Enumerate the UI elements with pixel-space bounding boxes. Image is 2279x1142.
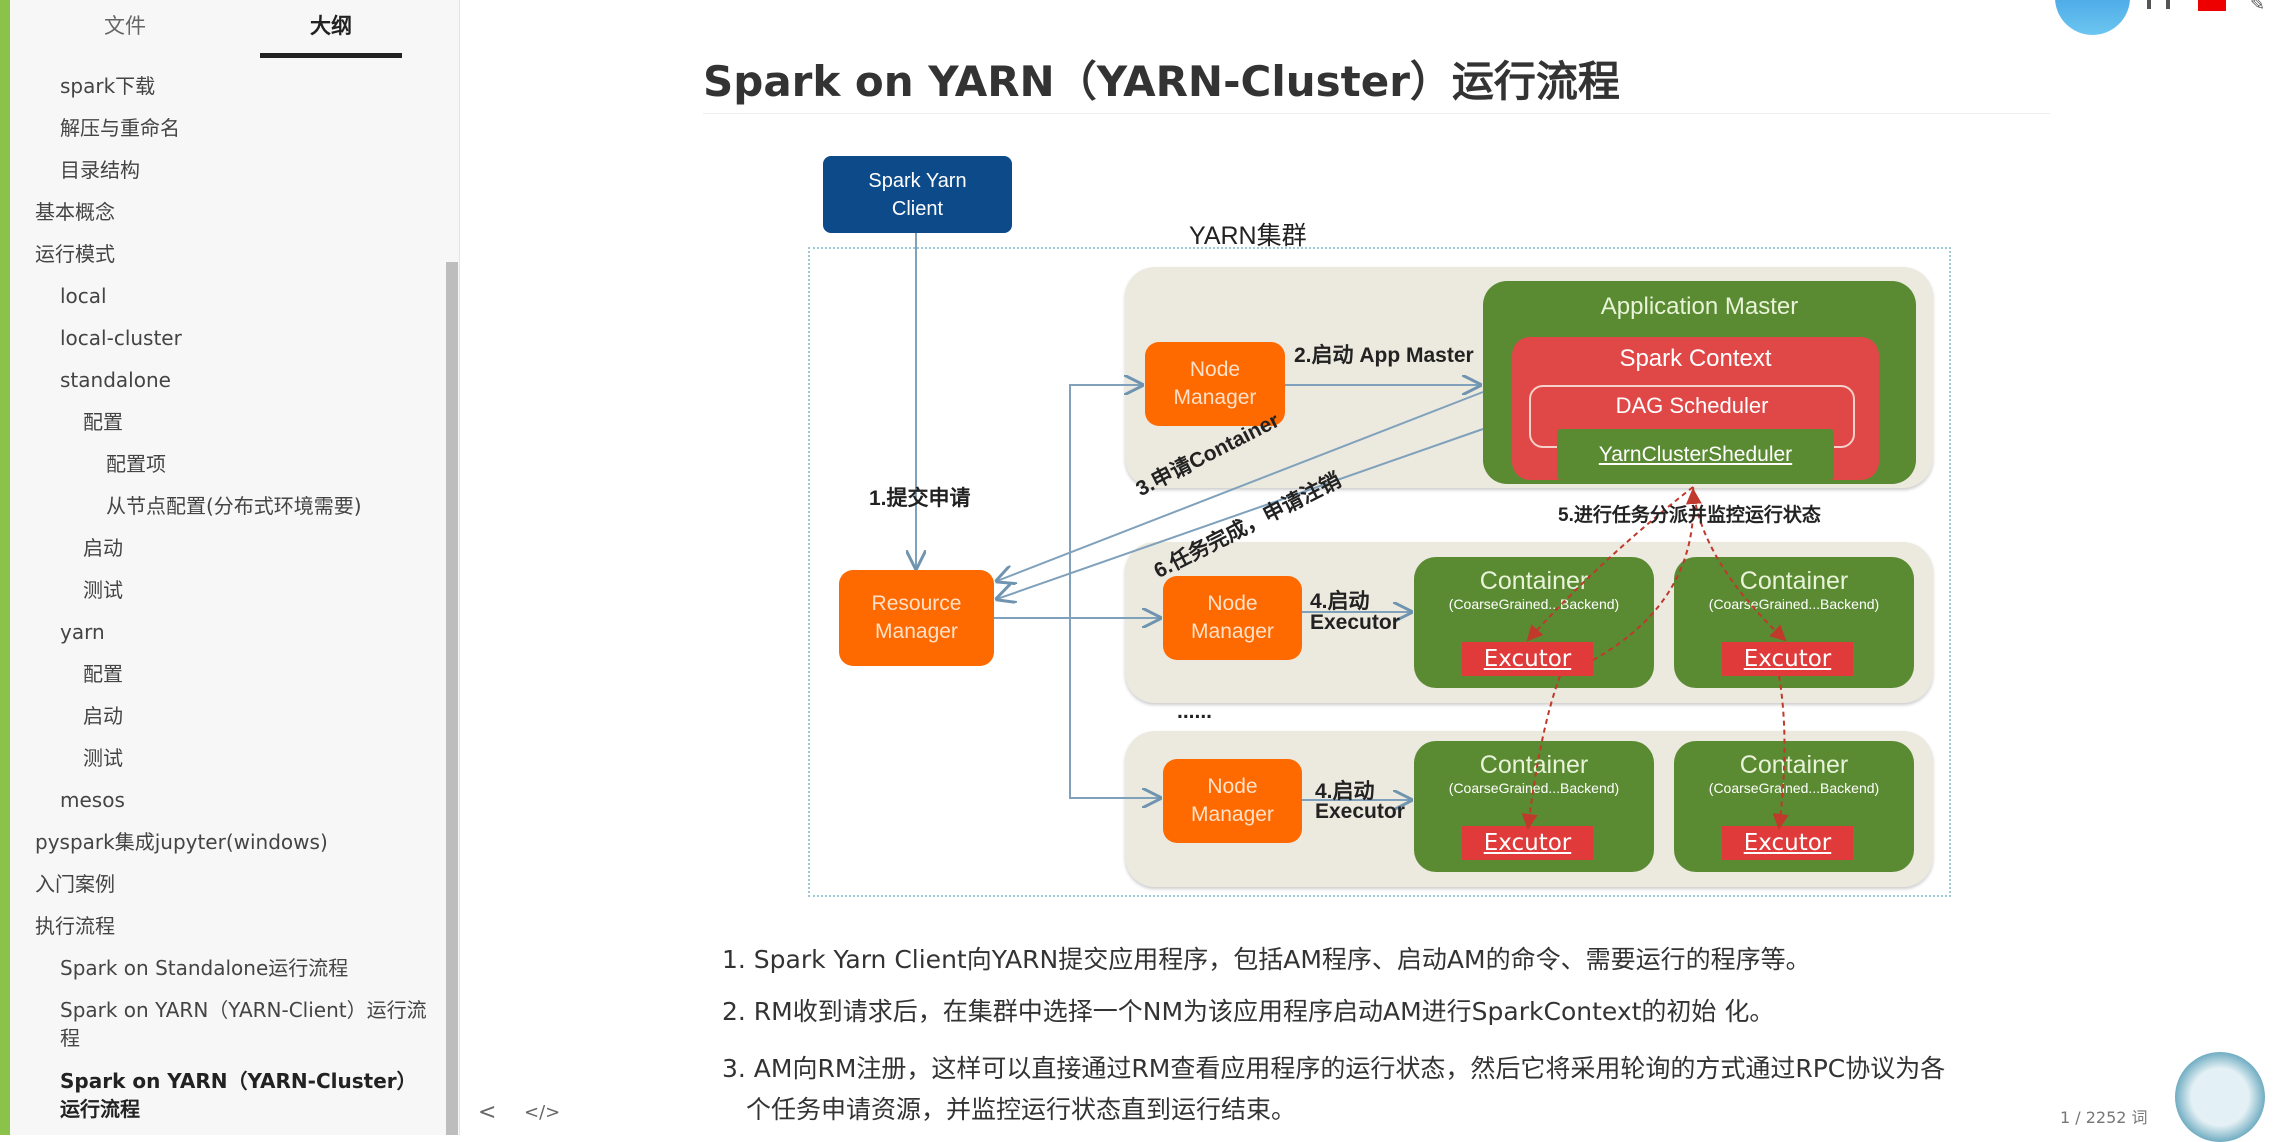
outline-item[interactable]: local-cluster — [60, 326, 182, 350]
resource-manager-box: Resource Manager — [839, 570, 994, 666]
container-backend: (CoarseGrained...Backend) — [1708, 596, 1880, 612]
spark-yarn-client-box: Spark Yarn Client — [823, 156, 1012, 233]
arrow-rm-nm3 — [1069, 618, 1160, 798]
step-paragraph-2: 2. RM收到请求后，在集群中选择一个NM为该应用程序启动AM进行SparkCo… — [722, 997, 1775, 1026]
stop-record-icon[interactable] — [2198, 0, 2226, 11]
node-manager-3: Node Manager — [1163, 759, 1302, 843]
window-edge — [0, 0, 10, 1135]
container-box: Container(CoarseGrained...Backend) — [1674, 741, 1914, 872]
outline-item[interactable]: standalone — [60, 368, 171, 392]
arrow-unregister — [997, 428, 1484, 599]
outline-item[interactable]: 入门案例 — [35, 872, 115, 896]
arrow-rm-nm1 — [1069, 385, 1142, 618]
yarn-cluster-scheduler-box: YarnClusterSheduler — [1557, 429, 1834, 480]
outline-item[interactable]: 从节点配置(分布式环境需要) — [106, 494, 362, 518]
container-box: Container(CoarseGrained...Backend) — [1414, 557, 1654, 688]
step2-label: 2.启动 App Master — [1294, 344, 1474, 367]
outline-item[interactable]: yarn — [60, 620, 105, 644]
pen-icon[interactable]: ✎ — [2250, 0, 2266, 15]
yarn-cluster-boundary — [808, 247, 1951, 897]
executor-box: Excutor — [1462, 826, 1593, 860]
executor-box: Excutor — [1722, 826, 1853, 860]
outline-item[interactable]: local — [60, 284, 107, 308]
dispatch-arrow-3 — [1521, 675, 1561, 830]
outline-item[interactable]: 测试 — [83, 746, 123, 770]
step-paragraph-1: 1. Spark Yarn Client向YARN提交应用程序，包括AM程序、启… — [722, 945, 1811, 974]
tab-files[interactable]: 文件 — [104, 14, 146, 38]
executor-box: Excutor — [1722, 642, 1853, 676]
outline-item[interactable]: 运行模式 — [35, 242, 115, 266]
executor-box: Excutor — [1462, 642, 1593, 676]
active-tab-indicator — [260, 53, 402, 58]
outline-item[interactable]: 执行流程 — [35, 914, 115, 938]
dispatch-arrow-4 — [1772, 675, 1789, 830]
step4-executor-row3: Executor — [1315, 800, 1405, 823]
outline-item[interactable]: 配置 — [83, 410, 123, 434]
outline-item[interactable]: 目录结构 — [60, 158, 140, 182]
container-title: Container — [1479, 751, 1589, 779]
container-backend: (CoarseGrained...Backend) — [1448, 780, 1620, 796]
outline-item[interactable]: 基本概念 — [35, 200, 115, 224]
tab-outline[interactable]: 大纲 — [310, 14, 352, 38]
outline-item[interactable]: 配置 — [83, 662, 123, 686]
step1-label: 1.提交申请 — [869, 487, 971, 510]
container-title: Container — [1739, 751, 1849, 779]
page-title: Spark on YARN（YARN-Cluster）运行流程 — [703, 57, 1620, 106]
arrow-request-container — [997, 391, 1484, 581]
dispatch-return — [1592, 488, 1702, 661]
step5-label: 5.进行任务分派并监控运行状态 — [1558, 505, 1821, 526]
container-title: Container — [1479, 567, 1589, 595]
floating-assistant-ball[interactable] — [2175, 1052, 2265, 1142]
outline-item[interactable]: Spark on YARN（YARN-Cluster）运行流程 — [60, 1069, 417, 1121]
outline-item[interactable]: spark下载 — [60, 74, 156, 98]
dispatch-arrow-2 — [1692, 486, 1787, 642]
outline-item[interactable]: 解压与重命名 — [60, 116, 180, 140]
outline-item[interactable]: Spark on YARN（YARN-Client）运行流程 — [60, 998, 427, 1050]
cluster-label: YARN集群 — [1189, 222, 1307, 250]
outline-item[interactable]: 启动 — [83, 536, 123, 560]
step-paragraph-3: 3. AM向RM注册，这样可以直接通过RM查看应用程序的运行状态，然后它将采用轮… — [722, 1054, 1946, 1083]
word-count[interactable]: 1 / 2252 词 — [2060, 1108, 2148, 1127]
outline-item[interactable]: pyspark集成jupyter(windows) — [35, 830, 328, 854]
outline-item[interactable]: 启动 — [83, 704, 123, 728]
container-backend: (CoarseGrained...Backend) — [1448, 596, 1620, 612]
node-manager-1: Node Manager — [1145, 342, 1285, 426]
pause-icon-bar — [2166, 0, 2170, 9]
outline-item[interactable]: 配置项 — [106, 452, 166, 476]
step4-executor-row2: Executor — [1310, 611, 1400, 634]
step-paragraph-3-cont: 个任务申请资源，并监控运行状态直到运行结束。 — [746, 1095, 1297, 1124]
pause-icon[interactable] — [2147, 0, 2151, 9]
sidebar-scrollbar[interactable] — [446, 262, 458, 1135]
step4-label-row2: 4.启动 — [1310, 590, 1370, 613]
outline-item[interactable]: mesos — [60, 788, 125, 812]
container-backend: (CoarseGrained...Backend) — [1708, 780, 1880, 796]
outline-item[interactable]: Spark on Standalone运行流程 — [60, 956, 349, 980]
source-mode-button[interactable]: </> — [524, 1102, 561, 1123]
title-divider — [703, 113, 2050, 114]
container-title: Container — [1739, 567, 1849, 595]
collapse-sidebar-button[interactable]: < — [478, 1100, 497, 1125]
node-manager-2: Node Manager — [1163, 576, 1302, 660]
sidebar: 文件 大纲 spark下载解压与重命名目录结构基本概念运行模式 local loca… — [0, 0, 460, 1135]
step4-label-row3: 4.启动 — [1315, 780, 1375, 803]
outline-item[interactable]: 测试 — [83, 578, 123, 602]
dispatch-arrow-1 — [1526, 486, 1694, 642]
ellipsis: ...... — [1177, 700, 1213, 723]
